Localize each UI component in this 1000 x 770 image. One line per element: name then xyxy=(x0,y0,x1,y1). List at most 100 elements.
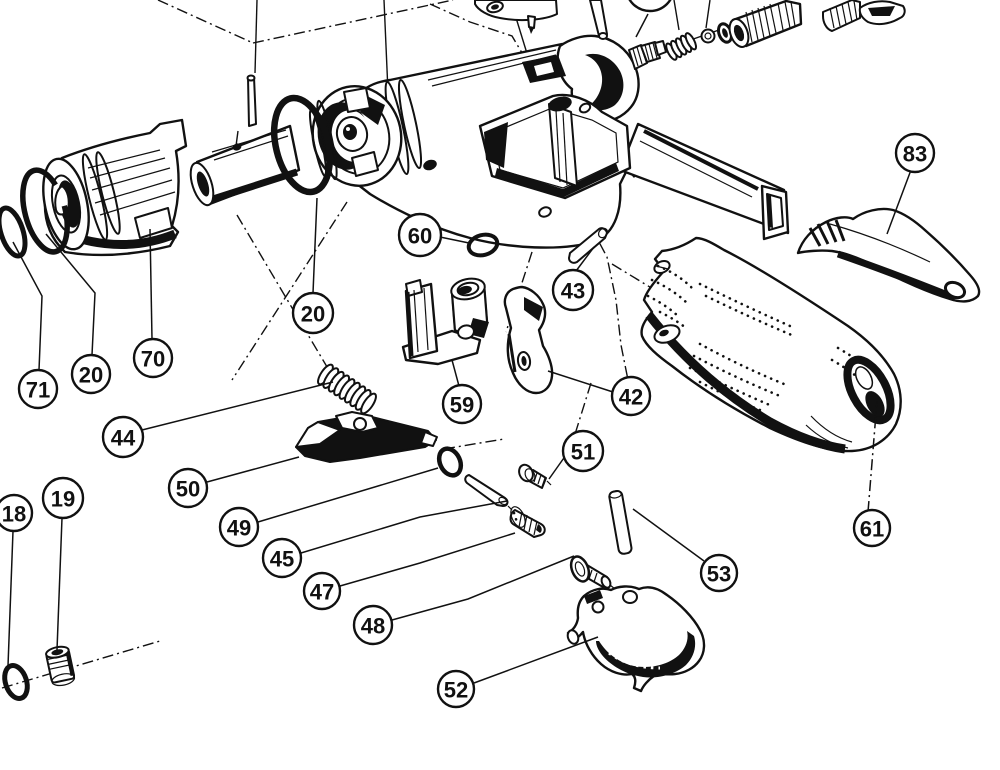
callout-bubble xyxy=(101,415,145,459)
callout-20: 20 xyxy=(45,233,112,395)
callout-number: 50 xyxy=(176,477,200,502)
part-follower-bar-50 xyxy=(295,411,438,463)
callout-53: 53 xyxy=(632,508,739,593)
callout-unnumbered xyxy=(628,0,672,38)
callout-leader-line xyxy=(548,454,567,480)
callout-18: 18 xyxy=(0,493,34,667)
callout-number: 51 xyxy=(571,440,595,465)
callout-bubble xyxy=(699,553,739,593)
callout-bubble xyxy=(352,604,394,646)
callout-leader-line xyxy=(632,508,705,562)
callout-71: 71 xyxy=(12,241,59,410)
callout-leader-line xyxy=(547,370,614,393)
callout-48: 48 xyxy=(352,555,575,646)
part-o-ring-20-large xyxy=(270,94,334,196)
callout-bubble xyxy=(610,375,652,417)
leader-from-top xyxy=(254,0,258,74)
callout-number: 20 xyxy=(301,302,325,327)
callout-83: 83 xyxy=(886,132,936,235)
part-pin-43 xyxy=(568,227,609,264)
part-screw-51 xyxy=(518,463,552,489)
callout-bubble xyxy=(17,368,59,410)
callout-bubble xyxy=(291,291,335,335)
callout-leader-line xyxy=(886,169,912,235)
part-deflector-83 xyxy=(796,207,981,303)
callout-leader-line xyxy=(45,233,96,356)
callout-number: 42 xyxy=(619,385,643,410)
callout-bubble xyxy=(561,429,605,473)
callout-bubble xyxy=(0,493,34,533)
callout-number: 61 xyxy=(860,517,884,542)
callout-leader-line xyxy=(867,400,878,513)
part-valve-fitting xyxy=(628,40,667,70)
axis-line xyxy=(157,0,254,44)
pin-leader-line xyxy=(235,130,239,147)
callout-number: 53 xyxy=(707,562,731,587)
callout-bubble xyxy=(302,571,342,611)
part-grip-61 xyxy=(640,236,902,454)
callout-51: 51 xyxy=(548,429,605,480)
callout-bubble xyxy=(70,353,112,395)
part-spring-small xyxy=(665,32,698,61)
callout-bubble xyxy=(132,337,174,379)
callout-43: 43 xyxy=(551,246,595,312)
part-valve-assembly-59 xyxy=(401,277,489,366)
callout-45: 45 xyxy=(261,500,508,579)
callout-49: 49 xyxy=(218,467,439,548)
callout-bubble xyxy=(397,212,443,258)
callout-number: 59 xyxy=(450,393,474,418)
callout-70: 70 xyxy=(132,228,174,379)
callout-leader-line xyxy=(300,500,508,554)
callout-bubble xyxy=(436,669,476,709)
part-nut-small xyxy=(700,28,716,44)
callout-leader-line xyxy=(257,467,439,523)
part-snap-ring-20 xyxy=(20,167,70,255)
callout-leader-line xyxy=(149,228,153,340)
callout-leader-line xyxy=(391,555,575,621)
part-o-ring-60 xyxy=(466,232,500,258)
callout-number: 20 xyxy=(79,363,103,388)
callout-leader-line xyxy=(473,636,599,684)
callout-number: 49 xyxy=(227,516,251,541)
callout-number: 44 xyxy=(111,426,136,451)
callout-number: 60 xyxy=(408,224,432,249)
callout-leader-line xyxy=(575,246,595,272)
callout-leader-line xyxy=(451,359,460,387)
callout-leader-line xyxy=(7,530,14,667)
axis-line xyxy=(236,214,334,378)
body-piston-head xyxy=(308,78,423,187)
part-gun-body xyxy=(308,34,790,249)
callout-number: 48 xyxy=(361,614,385,639)
callout-61: 61 xyxy=(852,400,892,548)
callout-59: 59 xyxy=(441,359,483,425)
callout-number: 70 xyxy=(141,347,165,372)
callout-60: 60 xyxy=(397,212,470,258)
callout-number: 47 xyxy=(310,580,334,605)
body-hole xyxy=(578,102,592,114)
callout-number: 19 xyxy=(51,487,75,512)
callout-bubble xyxy=(218,506,260,548)
part-o-ring-18 xyxy=(2,663,30,701)
leader-from-top xyxy=(705,0,711,29)
callout-bubble xyxy=(261,537,303,579)
callout-number: 52 xyxy=(444,678,468,703)
deflector-hole xyxy=(943,280,967,300)
part-o-ring-49 xyxy=(436,446,464,478)
part-plug-47 xyxy=(509,506,546,538)
callout-47: 47 xyxy=(302,532,516,611)
callout-leader-line xyxy=(206,456,300,483)
part-lever-42 xyxy=(503,285,554,395)
part-knurled-nut xyxy=(822,0,861,32)
body-hole xyxy=(423,159,437,171)
callout-50: 50 xyxy=(167,456,300,509)
callout-bubble xyxy=(852,508,892,548)
callout-leader-line xyxy=(56,517,63,651)
callout-leader-line xyxy=(339,532,516,587)
part-cylinder-fitting xyxy=(728,0,803,48)
part-pin-top xyxy=(589,0,608,40)
body-hole xyxy=(538,206,552,218)
callout-52: 52 xyxy=(436,636,599,709)
